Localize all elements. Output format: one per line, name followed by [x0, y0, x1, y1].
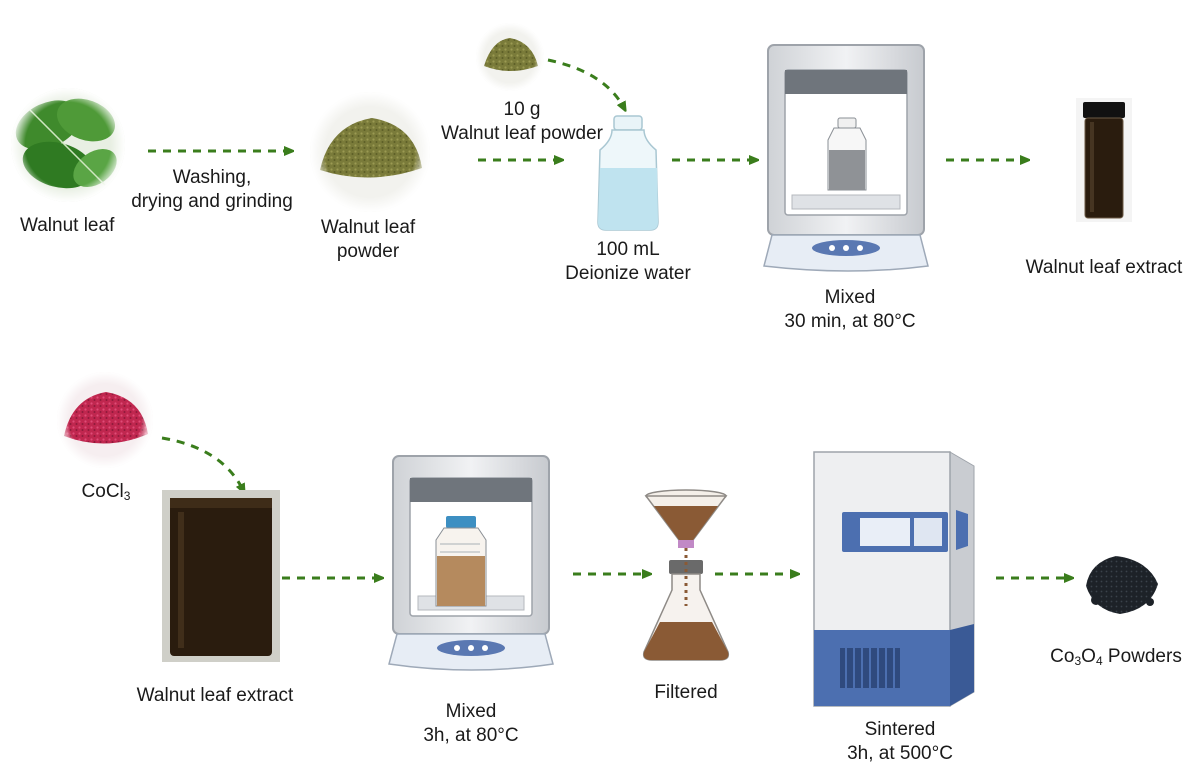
arrow-curve-cocl3-to-beaker — [161, 436, 243, 490]
small-powder-photo — [476, 23, 544, 91]
powder-photo — [310, 92, 430, 212]
furnace — [813, 451, 975, 707]
arrow-curve-powder-to-bottle — [547, 58, 624, 108]
label-filtered: Filtered — [654, 682, 718, 703]
label-sintered: Sintered 3h, at 500°C — [847, 719, 953, 764]
label-walnut-leaf-extract-2: Walnut leaf extract — [136, 685, 294, 706]
label-walnut-leaf-extract-1: Walnut leaf extract — [1025, 257, 1183, 278]
funnel-flask — [642, 489, 730, 661]
extract-beaker — [162, 490, 280, 662]
label-deionize-water: 100 mL Deionize water — [565, 239, 691, 284]
label-mixed-30min: Mixed 30 min, at 80°C — [784, 287, 916, 332]
label-mixed-3h: Mixed 3h, at 80°C — [423, 701, 519, 746]
extract-vial — [1076, 98, 1132, 222]
leaf-photo — [11, 88, 125, 202]
label-walnut-leaf-powder: Walnut leaf powder — [320, 217, 416, 262]
stirring-oven-2 — [388, 455, 554, 671]
label-walnut-leaf: Walnut leaf — [20, 215, 115, 236]
label-10g-powder: 10 g Walnut leaf powder — [441, 99, 603, 144]
label-co3o4-powders: Co3O4 Powders — [1050, 646, 1182, 668]
water-bottle — [597, 115, 659, 231]
cobalt-chloride-powder — [57, 372, 153, 468]
stirring-oven — [763, 44, 929, 272]
black-powder — [1086, 556, 1158, 614]
label-washing-drying-grinding: Washing, drying and grinding — [131, 167, 293, 212]
label-cocl3: CoCl3 — [81, 481, 131, 503]
